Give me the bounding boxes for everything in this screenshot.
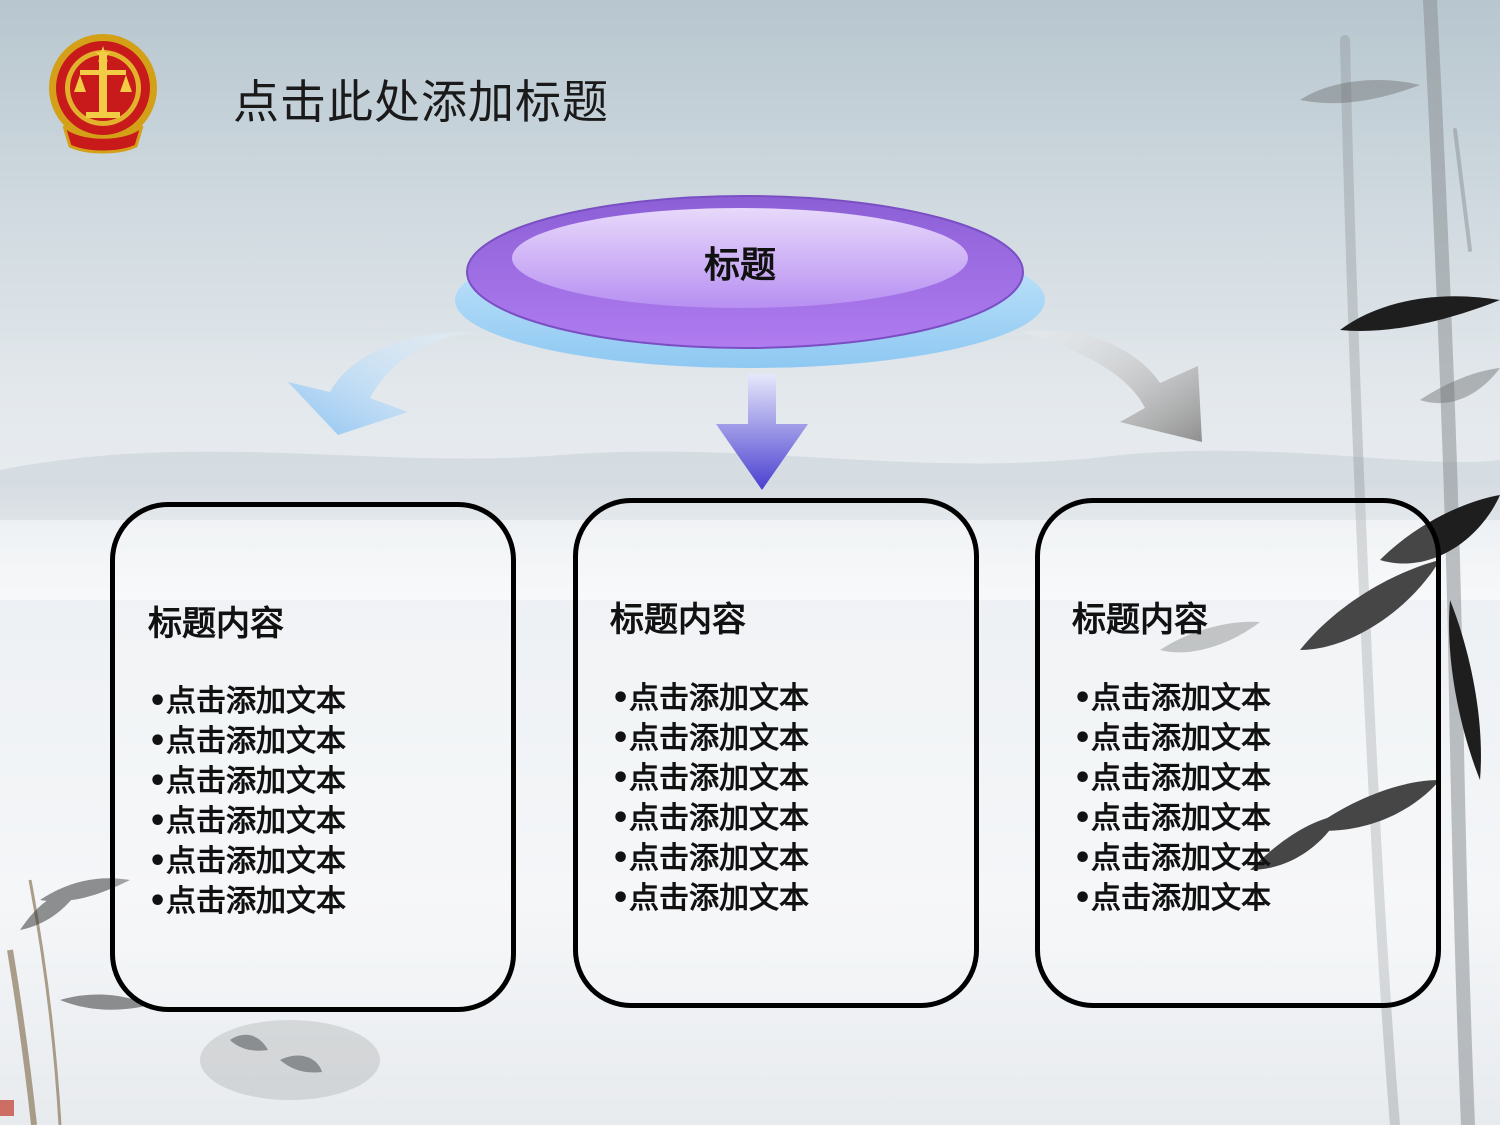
list-item[interactable]: •点击添加文本 [1073, 679, 1271, 719]
list-item[interactable]: •点击添加文本 [1073, 839, 1271, 879]
bullet-icon: • [611, 881, 631, 916]
list-item[interactable]: •点击添加文本 [611, 799, 809, 839]
court-emblem-icon [49, 34, 157, 154]
bullet-icon: • [1073, 681, 1093, 716]
content-card-2[interactable] [573, 498, 979, 1008]
list-item[interactable]: •点击添加文本 [148, 842, 346, 882]
list-item[interactable]: •点击添加文本 [148, 722, 346, 762]
list-item[interactable]: •点击添加文本 [148, 882, 346, 922]
list-item[interactable]: •点击添加文本 [1073, 799, 1271, 839]
card-2-heading: 标题内容 [610, 600, 746, 640]
content-card-3[interactable] [1035, 498, 1441, 1008]
card-1-list: •点击添加文本 •点击添加文本 •点击添加文本 •点击添加文本 •点击添加文本 … [148, 682, 346, 922]
card-3-list: •点击添加文本 •点击添加文本 •点击添加文本 •点击添加文本 •点击添加文本 … [1073, 679, 1271, 919]
list-item[interactable]: •点击添加文本 [611, 719, 809, 759]
bullet-icon: • [148, 724, 168, 759]
list-item[interactable]: •点击添加文本 [1073, 719, 1271, 759]
bullet-icon: • [148, 684, 168, 719]
list-item[interactable]: •点击添加文本 [148, 682, 346, 722]
bullet-icon: • [148, 764, 168, 799]
list-item[interactable]: •点击添加文本 [1073, 879, 1271, 919]
list-item[interactable]: •点击添加文本 [611, 839, 809, 879]
bullet-icon: • [611, 801, 631, 836]
bullet-icon: • [611, 681, 631, 716]
bullet-icon: • [148, 884, 168, 919]
list-item[interactable]: •点击添加文本 [611, 679, 809, 719]
bullet-icon: • [611, 841, 631, 876]
list-item[interactable]: •点击添加文本 [1073, 759, 1271, 799]
card-1-heading: 标题内容 [148, 604, 284, 644]
card-2-list: •点击添加文本 •点击添加文本 •点击添加文本 •点击添加文本 •点击添加文本 … [611, 679, 809, 919]
left-curved-arrow [288, 331, 475, 435]
center-down-arrow [716, 374, 808, 490]
center-node[interactable] [450, 190, 1050, 380]
bullet-icon: • [148, 844, 168, 879]
content-card-1[interactable] [110, 502, 516, 1012]
bullet-icon: • [611, 761, 631, 796]
bullet-icon: • [1073, 841, 1093, 876]
bullet-icon: • [611, 721, 631, 756]
list-item[interactable]: •点击添加文本 [148, 802, 346, 842]
bullet-icon: • [1073, 721, 1093, 756]
list-item[interactable]: •点击添加文本 [611, 879, 809, 919]
bullet-icon: • [1073, 761, 1093, 796]
list-item[interactable]: •点击添加文本 [148, 762, 346, 802]
right-curved-arrow [1022, 330, 1202, 442]
slide-title[interactable]: 点击此处添加标题 [233, 75, 609, 129]
bullet-icon: • [1073, 801, 1093, 836]
bullet-icon: • [148, 804, 168, 839]
center-node-label: 标题 [703, 245, 776, 286]
bullet-icon: • [1073, 881, 1093, 916]
list-item[interactable]: •点击添加文本 [611, 759, 809, 799]
card-3-heading: 标题内容 [1072, 600, 1208, 640]
